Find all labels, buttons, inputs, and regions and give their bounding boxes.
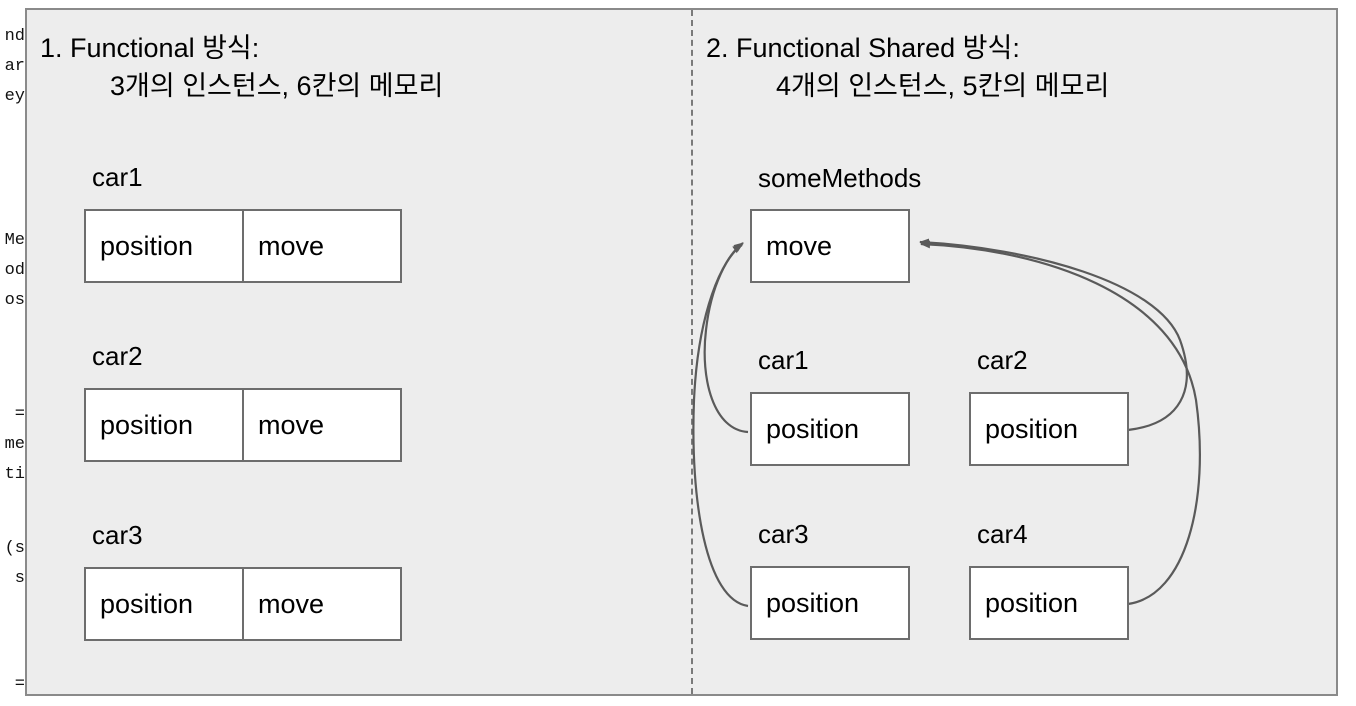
left-panel-title-line1: 1. Functional 방식:	[40, 33, 260, 63]
cell-position: position	[985, 413, 1079, 444]
cell-move: move	[766, 230, 833, 261]
cell-move: move	[242, 211, 400, 281]
shared-memory-box-somemethods: move	[750, 209, 910, 283]
code-fragment: ti	[4, 465, 25, 484]
right-memory-box-car3: position	[750, 566, 910, 640]
left-memory-box-car2: position move	[84, 388, 402, 462]
right-box-label-car3: car3	[758, 519, 809, 549]
right-memory-box-car1: position	[750, 392, 910, 466]
left-memory-box-car1: position move	[84, 209, 402, 283]
left-box-label-car3: car3	[92, 520, 143, 550]
right-memory-box-car4: position	[969, 566, 1129, 640]
code-fragment: =	[14, 675, 25, 694]
right-memory-box-car2: position	[969, 392, 1129, 466]
left-box-label-car2: car2	[92, 341, 143, 371]
right-box-label-car1: car1	[758, 345, 809, 375]
cell-position: position	[100, 409, 194, 440]
code-fragment: ar	[4, 57, 25, 76]
left-panel-title-line2: 3개의 인스턴스, 6칸의 메모리	[110, 71, 444, 101]
code-fragment: s	[14, 569, 25, 588]
cell-position: position	[100, 230, 194, 261]
cell-position: position	[766, 587, 860, 618]
shared-box-label-somemethods: someMethods	[758, 163, 922, 193]
code-fragment: nd	[4, 27, 25, 46]
code-fragment: ey	[4, 87, 25, 106]
right-panel-title-line1: 2. Functional Shared 방식:	[706, 33, 1020, 63]
code-gutter: nd ar ey Me od os = me ti (s s =	[0, 0, 26, 706]
code-fragment: =	[14, 405, 25, 424]
right-panel-title-line2: 4개의 인스턴스, 5칸의 메모리	[776, 71, 1110, 101]
cell-position: position	[766, 413, 860, 444]
cell-move: move	[242, 569, 400, 639]
cell-position: position	[985, 587, 1079, 618]
left-box-label-car1: car1	[92, 162, 143, 192]
panel-divider	[691, 10, 693, 694]
code-fragment: os	[4, 291, 25, 310]
cell-move: move	[242, 390, 400, 460]
code-fragment: Me	[4, 231, 25, 250]
code-fragment: od	[4, 261, 25, 280]
cell-position: position	[100, 588, 194, 619]
right-box-label-car4: car4	[977, 519, 1028, 549]
code-fragment: (s	[4, 539, 25, 558]
code-fragment: me	[4, 435, 25, 454]
right-box-label-car2: car2	[977, 345, 1028, 375]
left-memory-box-car3: position move	[84, 567, 402, 641]
